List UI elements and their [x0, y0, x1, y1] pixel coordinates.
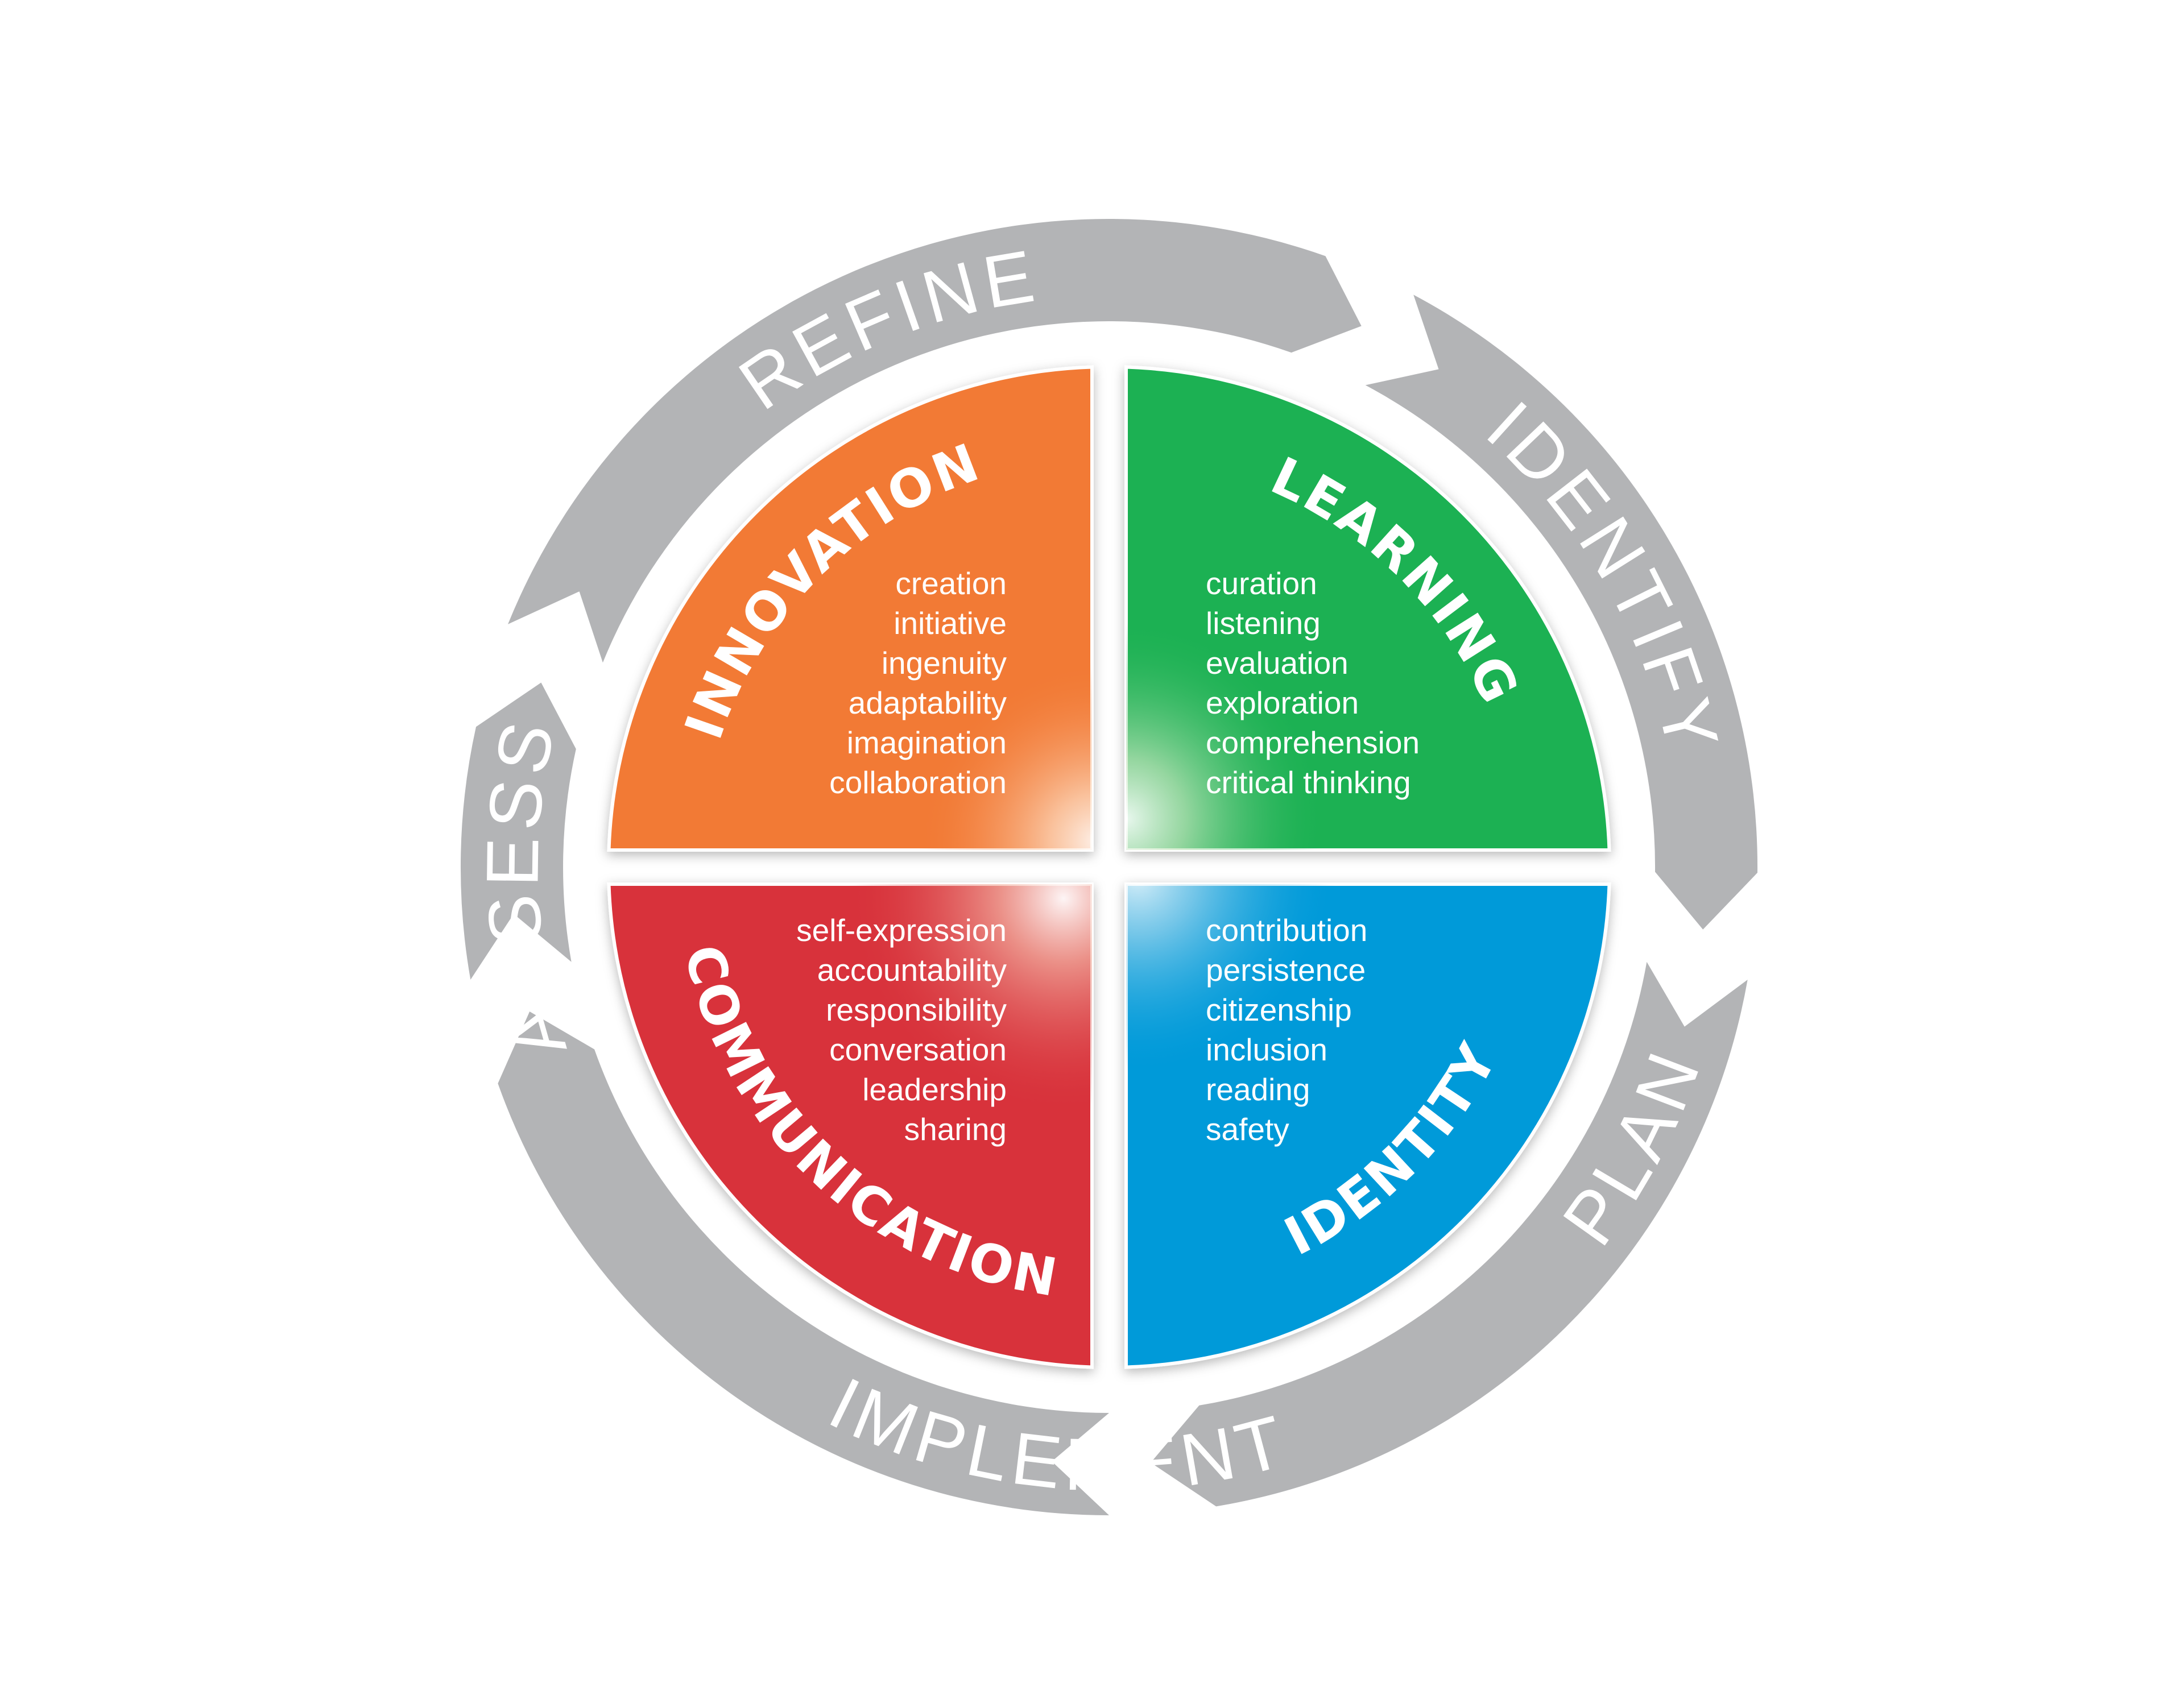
- communication-highlight: [609, 884, 1092, 1367]
- identity-item: persistence: [1206, 952, 1366, 988]
- innovation-item: adaptability: [849, 685, 1007, 720]
- implement-segment: [498, 1012, 1109, 1515]
- innovation-item: creation: [895, 566, 1007, 601]
- innovation-item: collaboration: [829, 765, 1007, 800]
- stage-label-implement: IMPLEMENT: [817, 1361, 1297, 1507]
- refine-segment: [508, 219, 1362, 663]
- identity-item: inclusion: [1206, 1032, 1327, 1067]
- communication-item: self-expression: [796, 913, 1007, 948]
- assess-segment: [460, 682, 576, 980]
- learning-item: comprehension: [1206, 725, 1420, 760]
- innovation-item: initiative: [894, 606, 1007, 641]
- innovation-highlight: [609, 367, 1092, 850]
- learning-highlight: [1126, 367, 1610, 850]
- quadrant-identity: IDENTITYcontributionpersistencecitizensh…: [1124, 882, 1611, 1369]
- learning-item: exploration: [1206, 685, 1359, 720]
- identify-segment: [1365, 295, 1758, 930]
- communication-item: responsibility: [826, 992, 1007, 1027]
- quadrant-learning: LEARNINGcurationlisteningevaluationexplo…: [1124, 365, 1611, 852]
- communication-item: accountability: [817, 952, 1007, 988]
- identity-item: citizenship: [1206, 992, 1352, 1027]
- communication-item: conversation: [829, 1032, 1007, 1067]
- identity-item: safety: [1206, 1112, 1289, 1147]
- identity-highlight: [1126, 884, 1610, 1367]
- innovation-item: ingenuity: [882, 645, 1007, 681]
- innovation-item: imagination: [847, 725, 1007, 760]
- plan-segment: [1151, 961, 1748, 1507]
- learning-item: critical thinking: [1206, 765, 1411, 800]
- learning-item: evaluation: [1206, 645, 1349, 681]
- identity-item: contribution: [1206, 913, 1367, 948]
- identity-item: reading: [1206, 1072, 1310, 1107]
- learning-item: curation: [1206, 566, 1317, 601]
- communication-item: sharing: [904, 1112, 1007, 1147]
- learning-item: listening: [1206, 606, 1321, 641]
- communication-item: leadership: [862, 1072, 1007, 1107]
- quadrants: INNOVATIONcreationinitiativeingenuityada…: [607, 365, 1611, 1369]
- cycle-ring: [460, 219, 1758, 1515]
